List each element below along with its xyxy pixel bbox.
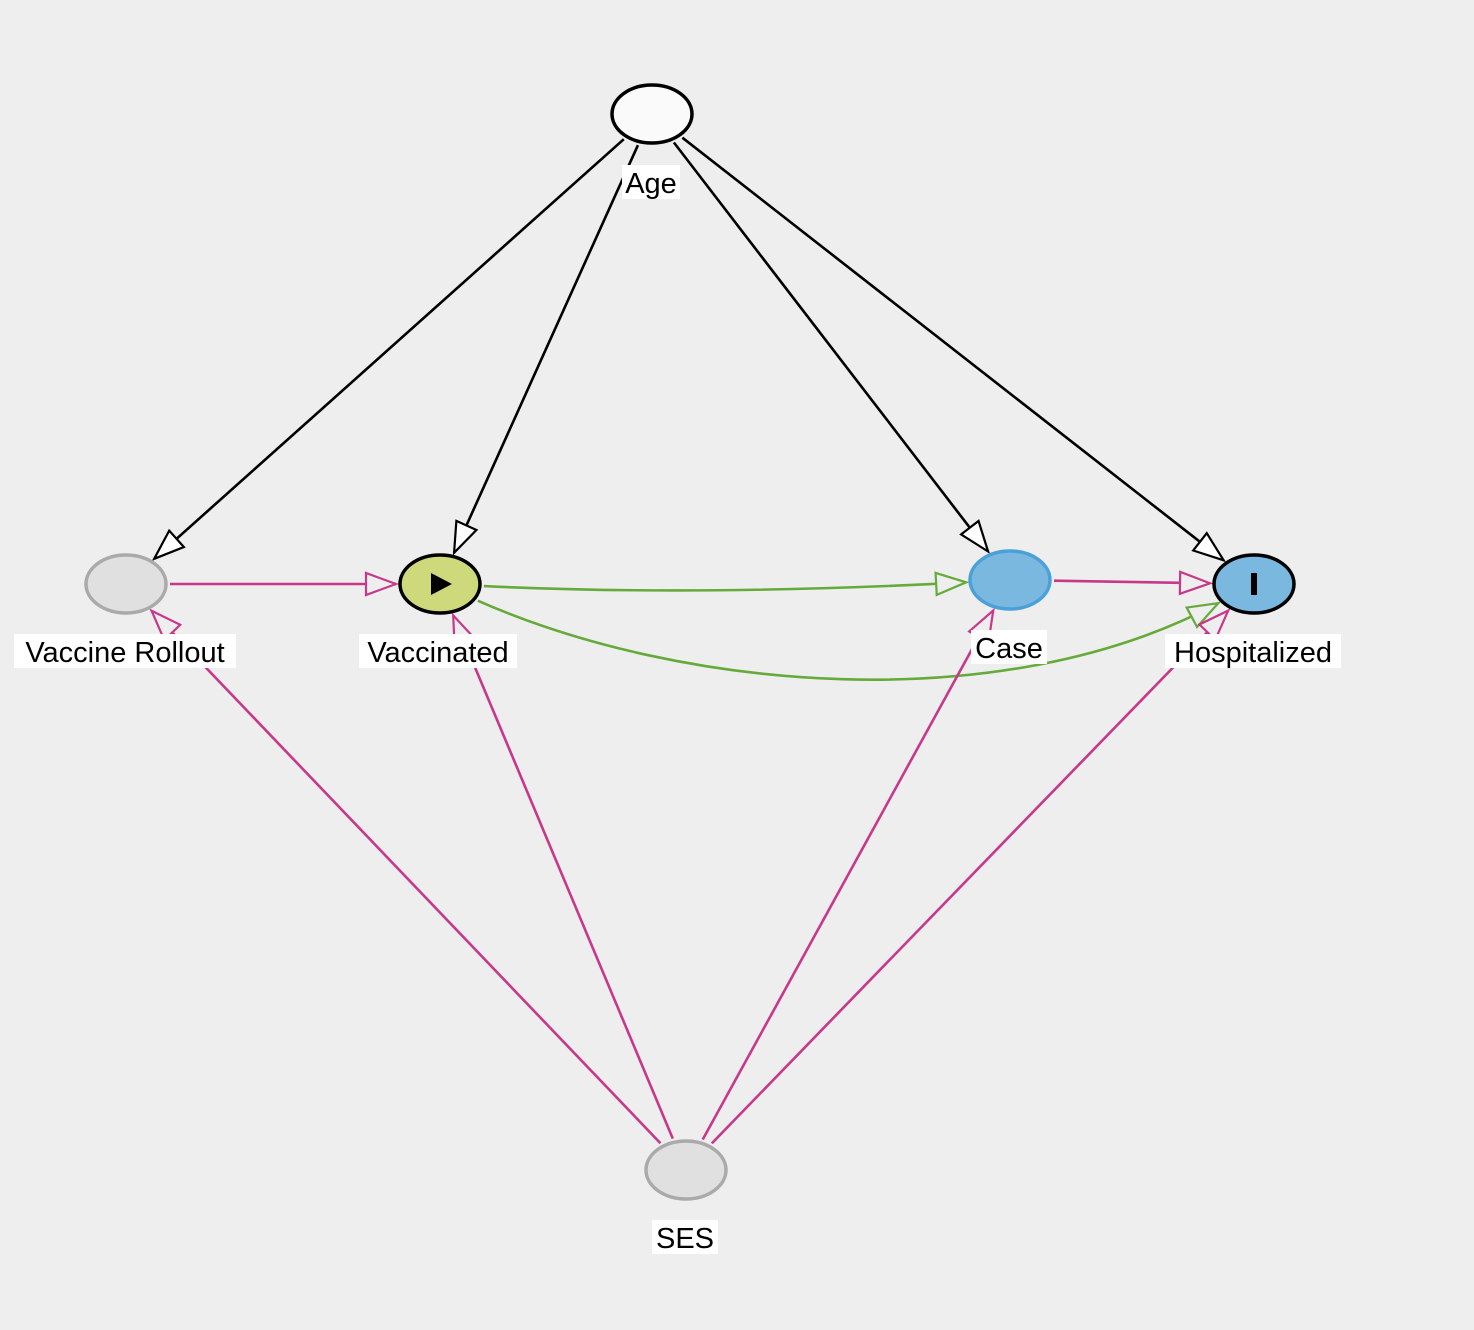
edge-age-to-case[interactable]: [672, 141, 991, 555]
edge-line: [701, 609, 995, 1141]
node-vaccinated[interactable]: Vaccinated: [359, 553, 517, 669]
exposure-play-icon: [431, 573, 452, 595]
node-label-background: [971, 630, 1047, 664]
edges-layer: [149, 136, 1231, 1145]
edge-vaccine-rollout-to-vaccinated[interactable]: [170, 571, 400, 597]
arrowhead: [1184, 601, 1222, 629]
edge-age-to-hospitalized[interactable]: [681, 136, 1227, 563]
outcome-bar-icon: [1251, 573, 1257, 595]
node-label: Case: [975, 633, 1043, 665]
node-case[interactable]: Case: [968, 549, 1052, 665]
edge-line: [452, 144, 640, 554]
node-label: Age: [625, 168, 677, 200]
arrowhead: [151, 528, 186, 561]
edge-line: [672, 141, 990, 553]
arrowhead: [934, 571, 970, 597]
edge-line: [710, 609, 1230, 1145]
edge-case-to-hospitalized[interactable]: [1053, 570, 1214, 596]
node-label-background: [652, 1220, 718, 1254]
node-label-background: [1165, 634, 1341, 668]
arrowhead: [1197, 608, 1231, 642]
edge-age-to-vaccine-rollout[interactable]: [151, 138, 625, 561]
node-label: Vaccinated: [367, 637, 508, 669]
arrowhead: [452, 519, 479, 556]
arrowhead: [149, 608, 183, 642]
node-ellipse[interactable]: [644, 1139, 728, 1201]
arrowhead: [364, 571, 400, 597]
arrowhead: [1178, 570, 1214, 596]
node-label-background: [359, 634, 517, 668]
node-label: SES: [656, 1223, 714, 1255]
node-ellipse[interactable]: [968, 549, 1052, 611]
node-label-background: [14, 634, 236, 668]
node-label: Vaccine Rollout: [25, 637, 224, 669]
edge-line: [451, 614, 675, 1140]
node-hospitalized[interactable]: Hospitalized: [1165, 553, 1341, 669]
node-vaccine-rollout[interactable]: Vaccine Rollout: [14, 553, 236, 669]
node-label: Hospitalized: [1174, 637, 1332, 669]
edge-vaccinated-to-hospitalized[interactable]: [477, 599, 1222, 681]
edge-vaccinated-to-case[interactable]: [483, 571, 970, 597]
edge-line: [681, 136, 1225, 562]
arrowhead: [959, 519, 991, 555]
node-age[interactable]: Age: [610, 83, 694, 200]
edge-line: [153, 138, 625, 560]
edge-age-to-vaccinated[interactable]: [452, 144, 640, 556]
node-ellipse[interactable]: [84, 553, 168, 615]
edge-line: [477, 599, 1219, 681]
node-label-background: [622, 165, 680, 199]
edge-line: [483, 581, 967, 592]
edge-ses-to-hospitalized[interactable]: [710, 608, 1231, 1145]
edge-ses-to-vaccine-rollout[interactable]: [149, 608, 662, 1145]
arrowhead: [1191, 531, 1227, 563]
edge-line: [150, 609, 662, 1145]
node-ses[interactable]: SES: [644, 1139, 728, 1255]
node-ellipse[interactable]: [610, 83, 694, 145]
